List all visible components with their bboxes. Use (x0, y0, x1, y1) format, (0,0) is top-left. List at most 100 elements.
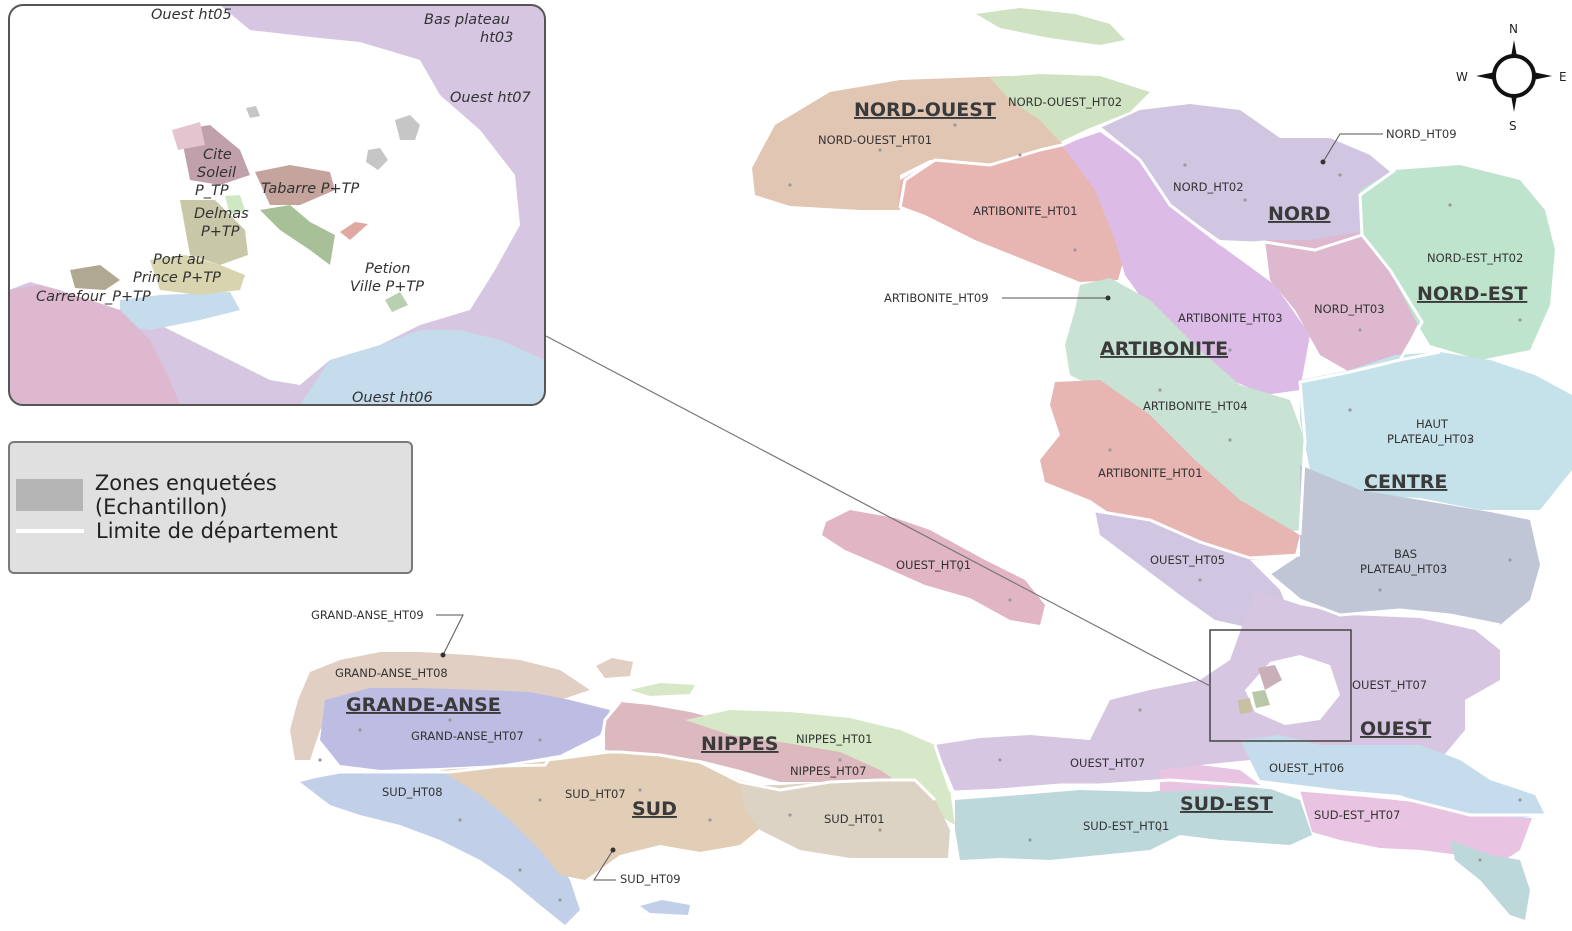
tortuga-island (976, 8, 1125, 45)
label-nord-ht03: NORD_HT03 (1314, 302, 1385, 316)
survey-point (1138, 708, 1142, 712)
grande-anse-blue (320, 688, 610, 770)
label-nippes-ht01: NIPPES_HT01 (796, 732, 873, 746)
boundary-nippes-ouest (933, 744, 956, 794)
inset-label-bas-plateau-2: ht03 (480, 30, 513, 46)
survey-point (1468, 438, 1472, 442)
legend-item-surveyed: Zones enquetées (Echantillon) (16, 471, 411, 519)
survey-point (788, 183, 792, 187)
survey-point (1008, 598, 1012, 602)
legend-label-boundary: Limite de département (96, 519, 338, 543)
survey-point (998, 758, 1002, 762)
inset-label-cite-2: Soleil (197, 165, 236, 181)
label-dept-nord: NORD (1268, 203, 1330, 225)
label-sud-ht01: SUD_HT01 (824, 812, 885, 826)
label-nord-ouest-ht02: NORD-OUEST_HT02 (1008, 95, 1122, 109)
inset-zone-delmas (180, 200, 248, 265)
department-boundaries (295, 126, 1545, 817)
label-nord-ht02: NORD_HT02 (1173, 180, 1244, 194)
inset-label-carrefour: Carrefour_P+TP (36, 289, 151, 305)
label-dept-sud: SUD (632, 798, 677, 820)
leader-nord-ht09 (1322, 133, 1383, 163)
leader-lines (436, 133, 1383, 881)
survey-point (1018, 153, 1022, 157)
inset-grey-3 (246, 106, 260, 118)
compass-label-s: S (1509, 119, 1517, 133)
survey-point (1158, 828, 1162, 832)
legend-item-boundary: Limite de département (16, 519, 338, 543)
inset-label-ouest-ht06: Ouest ht06 (352, 390, 433, 406)
nord-ouest-ht02-region (990, 74, 1150, 142)
inset-pink-left (9, 285, 180, 405)
label-sud-ht07: SUD_HT07 (565, 787, 626, 801)
survey-point (1518, 798, 1522, 802)
nord-est-region (1360, 165, 1555, 360)
label-grand-anse-ht09: GRAND-ANSE_HT09 (311, 608, 424, 622)
legend-swatch-boundary (16, 529, 84, 533)
survey-point (1158, 388, 1162, 392)
survey-point (878, 148, 882, 152)
inset-frame (8, 4, 546, 406)
label-artibonite-ht03: ARTIBONITE_HT03 (1178, 311, 1283, 325)
boundary-centre-ouest (1269, 573, 1501, 627)
inset-zone-light-green (225, 195, 245, 215)
nord-ouest-region (752, 76, 1080, 210)
nippes-green (685, 710, 955, 825)
zoom-zone-a (1258, 665, 1282, 690)
artibonite-violet (1062, 132, 1310, 395)
cayemite-island (630, 683, 695, 696)
label-sud-est-ht01: SUD-EST_HT01 (1083, 819, 1169, 833)
sud-ht01-region (740, 780, 950, 858)
label-nord-est-ht02: NORD-EST_HT02 (1427, 251, 1523, 265)
survey-point (878, 828, 882, 832)
gonave-island (822, 510, 1045, 625)
label-artibonite-ht01-north: ARTIBONITE_HT01 (973, 204, 1078, 218)
nippes-pink (605, 702, 915, 782)
inset-grey-2 (366, 148, 388, 170)
boundary-nippes-sud (619, 750, 937, 802)
sud-est-teal (955, 785, 1312, 860)
inset-zone-cite-light (172, 122, 205, 150)
label-bas-plateau-1: BAS (1394, 547, 1417, 561)
survey-point (458, 818, 462, 822)
boundary-nordest-centre (1360, 234, 1441, 362)
label-artibonite-ht09: ARTIBONITE_HT09 (884, 291, 989, 305)
label-dept-ouest: OUEST (1360, 718, 1431, 740)
label-haut-plateau-1: HAUT (1416, 417, 1449, 431)
grosse-caye (596, 658, 633, 678)
grande-anse-beige (290, 652, 590, 760)
centre-bas-plateau (1270, 465, 1540, 625)
survey-point (1378, 588, 1382, 592)
label-dept-nippes: NIPPES (701, 733, 778, 755)
inset-label-cite-1: Cite (203, 147, 232, 163)
ouest-region (935, 590, 1500, 792)
survey-point (538, 798, 542, 802)
label-ouest-ht07-west: OUEST_HT07 (1070, 756, 1145, 770)
inset-label-petion-1: Petion (365, 261, 410, 277)
label-artibonite-ht04: ARTIBONITE_HT04 (1143, 399, 1248, 413)
compass-label-w: W (1456, 70, 1468, 84)
inset-zone-port (150, 255, 245, 295)
inset-label-tabarre: Tabarre P+TP (261, 181, 360, 197)
legend: Zones enquetées (Echantillon) Limite de … (8, 441, 413, 574)
label-artibonite-ht01-south: ARTIBONITE_HT01 (1098, 466, 1203, 480)
legend-swatch-surveyed (16, 479, 83, 511)
point-artibonite-ht09 (1105, 295, 1111, 301)
survey-point (1028, 838, 1032, 842)
label-nord-ht09: NORD_HT09 (1386, 127, 1457, 141)
boundary-nord-artibonite (1099, 126, 1266, 247)
survey-point (1448, 203, 1452, 207)
survey-point (1108, 448, 1112, 452)
survey-point (1338, 173, 1342, 177)
inset-zone-small-red (340, 222, 368, 240)
survey-point (1358, 328, 1362, 332)
zoom-area-zones (1238, 665, 1282, 714)
boundary-ouest-sudest (954, 778, 1545, 817)
inset-grey-1 (395, 115, 420, 140)
label-sud-est-ht07: SUD-EST_HT07 (1314, 808, 1400, 822)
boundary-grandeanse-sud (295, 750, 620, 782)
label-ouest-ht05: OUEST_HT05 (1150, 553, 1225, 567)
zoom-zone-c (1238, 698, 1252, 714)
marked-points (440, 159, 1326, 853)
